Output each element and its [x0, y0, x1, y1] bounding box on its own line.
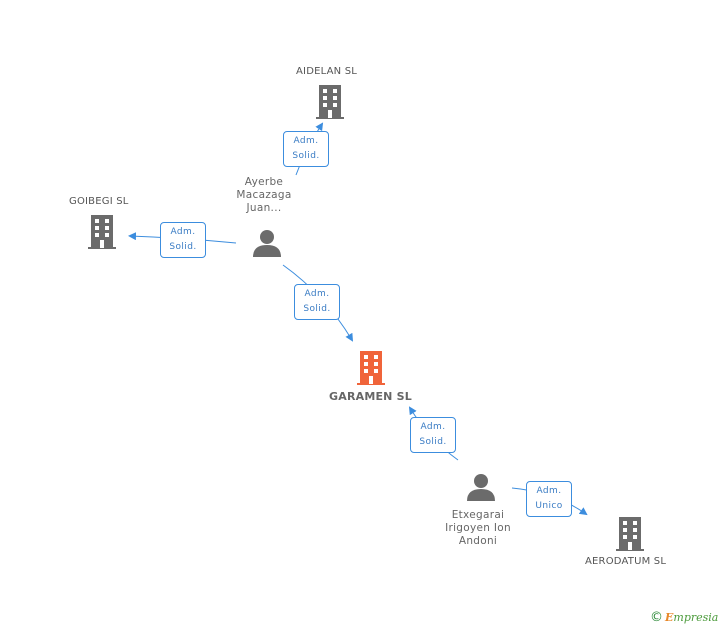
company-label-aidelan[interactable]: AIDELAN SL [296, 66, 358, 77]
person-icon[interactable] [252, 228, 282, 258]
role-line: Adm. [293, 136, 319, 146]
role-line: Solid. [419, 437, 447, 447]
role-badge-ayerbe-aidelan[interactable]: Adm. Solid. [283, 131, 329, 167]
company-label-goibegi[interactable]: GOIBEGI SL [69, 196, 129, 207]
role-badge-etxegarai-aerodatum[interactable]: Adm. Unico [526, 481, 572, 517]
company-label-garamen[interactable]: GARAMEN SL [329, 390, 412, 403]
role-badge-ayerbe-goibegi[interactable]: Adm. Solid. [160, 222, 206, 258]
person-name-line: Andoni [458, 535, 498, 547]
empresia-logo: ©Empresia [650, 610, 718, 625]
role-line: Adm. [304, 289, 330, 299]
person-name-line: Irigoyen Ion [445, 522, 511, 534]
building-icon[interactable] [86, 214, 118, 250]
person-label-ayerbe[interactable]: Ayerbe Macazaga Juan... [219, 176, 309, 215]
person-name-line: Etxegarai [451, 509, 505, 521]
brand-initial: E [665, 611, 674, 624]
role-line: Adm. [170, 227, 196, 237]
role-line: Solid. [303, 304, 331, 314]
role-badge-ayerbe-garamen[interactable]: Adm. Solid. [294, 284, 340, 320]
role-badge-etxegarai-garamen[interactable]: Adm. Solid. [410, 417, 456, 453]
company-label-aerodatum[interactable]: AERODATUM SL [585, 556, 667, 567]
person-name-line: Ayerbe [244, 176, 284, 188]
person-label-etxegarai[interactable]: Etxegarai Irigoyen Ion Andoni [433, 509, 523, 548]
role-line: Adm. [536, 486, 562, 496]
role-line: Unico [535, 501, 563, 511]
role-line: Solid. [169, 242, 197, 252]
person-icon[interactable] [466, 472, 496, 502]
brand-name: mpresia [673, 611, 719, 624]
building-icon[interactable] [614, 516, 646, 552]
copyright-icon: © [650, 610, 663, 625]
main-building-icon[interactable] [355, 350, 387, 386]
role-line: Adm. [420, 422, 446, 432]
person-name-line: Macazaga [236, 189, 292, 201]
building-icon[interactable] [314, 84, 346, 120]
role-line: Solid. [292, 151, 320, 161]
person-name-line: Juan... [246, 202, 282, 214]
